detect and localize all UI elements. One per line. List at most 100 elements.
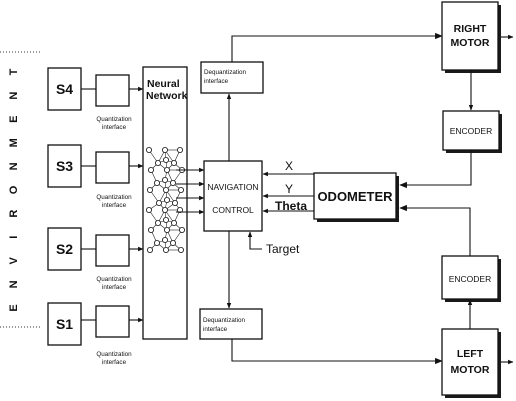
signal-y-label: Y <box>285 182 293 196</box>
nn-node <box>163 187 168 192</box>
odometer-label: ODOMETER <box>317 189 393 204</box>
nn-node <box>164 167 169 172</box>
quantization-s4-label-line1: Quantization <box>96 116 132 123</box>
quantization-s3-label-line2: interface <box>102 202 127 209</box>
dequantization-bottom-line2: interface <box>203 326 228 333</box>
dequant-bottom-to-left-motor-arrow <box>232 339 442 361</box>
left-motor-line2: MOTOR <box>451 364 490 376</box>
encoder-top-label: ENCODER <box>450 126 493 136</box>
nn-node <box>178 187 183 192</box>
dequant-top-to-right-motor-arrow <box>232 36 442 62</box>
quantization-s1-box <box>96 306 129 337</box>
left-motor-box <box>442 329 498 395</box>
dequantization-bottom-line1: Dequantization <box>203 317 246 324</box>
nn-node <box>162 147 167 152</box>
nn-node <box>171 160 176 165</box>
right-motor-box <box>442 2 498 70</box>
nn-node <box>147 247 152 252</box>
nn-node <box>162 237 167 242</box>
sensor-s3: S3 Quantization interface <box>48 145 143 209</box>
environment-letters: E N V I R O N M E N T <box>8 68 20 311</box>
nn-node <box>179 227 184 232</box>
quantization-s3-label-line1: Quantization <box>96 194 132 201</box>
sensor-s1-label: S1 <box>56 316 73 332</box>
neural-network-box <box>143 67 187 339</box>
encoder-bottom-to-odometer-arrow <box>400 208 470 256</box>
nn-node <box>156 200 161 205</box>
neural-network-title-line1: Neural <box>147 78 180 90</box>
quantization-s1-label-line2: interface <box>102 359 127 366</box>
left-motor-line1: LEFT <box>457 348 484 360</box>
environment-letter-2: V <box>8 256 20 264</box>
nn-node <box>148 227 153 232</box>
nn-node <box>162 177 167 182</box>
sensor-s1: S1 Quantization interface <box>48 303 143 366</box>
nn-node <box>146 147 151 152</box>
nn-node <box>163 157 168 162</box>
nn-node <box>163 247 168 252</box>
environment-letter-7: M <box>8 138 20 147</box>
nn-node <box>163 217 168 222</box>
signal-x-label: X <box>285 159 293 173</box>
signal-theta-label: Theta <box>275 199 307 213</box>
encoder-bottom-block: ENCODER <box>442 256 501 302</box>
dequantization-bottom-box <box>200 309 262 339</box>
odometer-signals: X Y Theta <box>263 159 314 213</box>
environment-letter-10: T <box>8 68 20 75</box>
quantization-s4-box <box>96 75 129 106</box>
right-motor-line1: RIGHT <box>454 23 487 35</box>
left-motor-block: LEFT MOTOR <box>442 329 501 398</box>
odometer-block: ODOMETER <box>314 173 399 222</box>
sensor-s3-label: S3 <box>56 158 73 174</box>
encoder-top-to-odometer-arrow <box>400 150 471 185</box>
quantization-s2-box <box>96 235 129 266</box>
nn-node <box>154 180 159 185</box>
navigation-control-box <box>204 161 262 231</box>
nn-node <box>154 240 159 245</box>
nn-node <box>170 180 175 185</box>
nn-node <box>177 147 182 152</box>
environment-letter-0: E <box>8 304 20 311</box>
nn-node <box>171 220 176 225</box>
quantization-s2-label-line2: interface <box>102 284 127 291</box>
quantization-s1-label-line1: Quantization <box>96 351 132 358</box>
navigation-control-block: NAVIGATION CONTROL <box>204 161 262 231</box>
nn-node <box>162 207 167 212</box>
navigation-control-line2: CONTROL <box>212 205 254 215</box>
navigation-control-line1: NAVIGATION <box>207 182 258 192</box>
dequantization-top-line1: Dequantization <box>204 69 247 76</box>
environment-letter-4: R <box>8 210 20 218</box>
right-motor-line2: MOTOR <box>451 37 490 49</box>
sensor-s4: S4 Quantization interface <box>48 68 143 131</box>
environment-letter-6: N <box>8 162 20 170</box>
nn-node <box>178 247 183 252</box>
dequantization-top-line2: interface <box>204 78 229 85</box>
nn-node <box>146 207 151 212</box>
environment-letter-1: N <box>8 280 20 288</box>
environment-letter-3: I <box>8 236 20 239</box>
nn-node <box>164 227 169 232</box>
encoder-bottom-label: ENCODER <box>449 274 492 284</box>
sensor-s2: S2 Quantization interface <box>48 228 143 291</box>
quantization-s3-box <box>96 152 129 183</box>
sensor-s4-label: S4 <box>56 81 73 97</box>
nn-node <box>164 197 169 202</box>
neural-network-title-line2: Network <box>146 90 188 102</box>
nn-node <box>172 200 177 205</box>
dequantization-bottom-block: Dequantization interface <box>200 309 262 339</box>
neural-network-block: Neural Network <box>143 67 188 339</box>
environment-letter-8: E <box>8 116 20 123</box>
sensor-s2-label: S2 <box>56 241 73 257</box>
nn-node <box>155 160 160 165</box>
nn-node <box>170 240 175 245</box>
right-motor-block: RIGHT MOTOR <box>442 2 501 73</box>
encoder-top-block: ENCODER <box>443 111 502 153</box>
quantization-s2-label-line1: Quantization <box>96 276 132 283</box>
nn-node <box>148 167 153 172</box>
environment-letter-9: N <box>8 92 20 100</box>
environment-letter-5: O <box>8 185 20 194</box>
quantization-s4-label-line2: interface <box>102 124 127 131</box>
nn-node <box>155 220 160 225</box>
target-label: Target <box>266 242 300 256</box>
